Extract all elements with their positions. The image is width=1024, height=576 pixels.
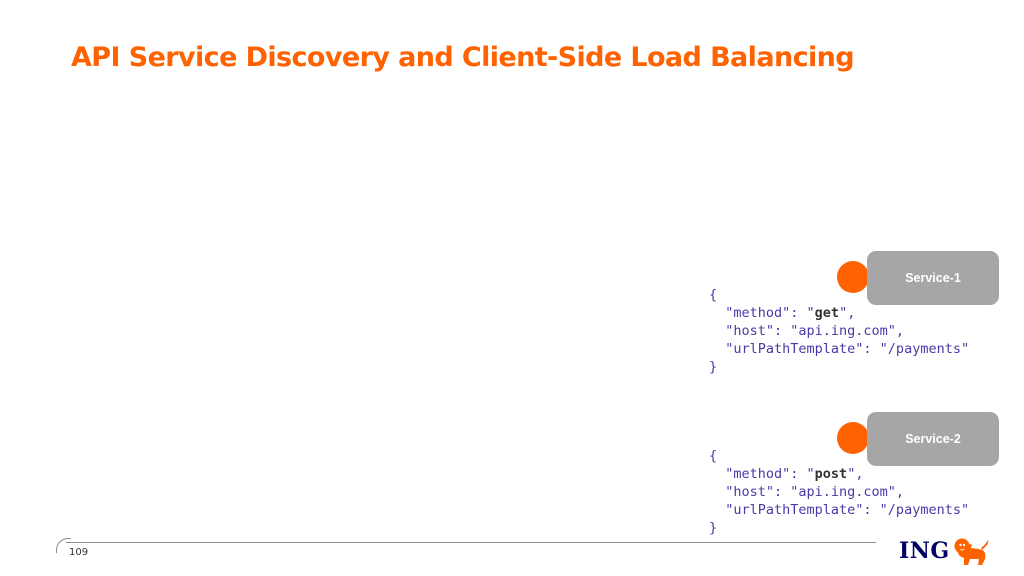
footer-curve-divider	[56, 538, 71, 553]
service-2-box: Service-2	[867, 412, 999, 466]
lion-icon	[954, 538, 988, 565]
page-number: 109	[69, 547, 89, 558]
code-method-key: "method": "	[709, 466, 815, 482]
code-method-value: post	[814, 466, 848, 482]
code-line: "urlPathTemplate": "/payments"	[709, 502, 970, 518]
service-1-label: Service-1	[905, 271, 961, 285]
service-1-box: Service-1	[867, 251, 999, 305]
code-line: "host": "api.ing.com",	[709, 484, 905, 500]
code-method-value: get	[814, 305, 840, 321]
code-line: "host": "api.ing.com",	[709, 323, 905, 339]
page-title: API Service Discovery and Client-Side Lo…	[71, 42, 855, 73]
code-line: "urlPathTemplate": "/payments"	[709, 341, 970, 357]
code-line: }	[709, 359, 718, 375]
service-2-connector-dot	[837, 422, 869, 454]
service-2-code-block: { "method": "post", "host": "api.ing.com…	[709, 447, 969, 537]
code-method-end: ",	[839, 305, 856, 321]
ing-logo: ING	[899, 534, 990, 568]
code-line: {	[709, 448, 718, 464]
logo-text: ING	[899, 538, 950, 564]
footer-divider	[66, 542, 876, 543]
code-method-key: "method": "	[709, 305, 815, 321]
service-1-code-block: { "method": "get", "host": "api.ing.com"…	[709, 286, 969, 376]
service-2-label: Service-2	[905, 432, 961, 446]
code-method-end: ",	[847, 466, 864, 482]
service-1-connector-dot	[837, 261, 869, 293]
code-line: {	[709, 287, 718, 303]
code-line: }	[709, 520, 718, 536]
